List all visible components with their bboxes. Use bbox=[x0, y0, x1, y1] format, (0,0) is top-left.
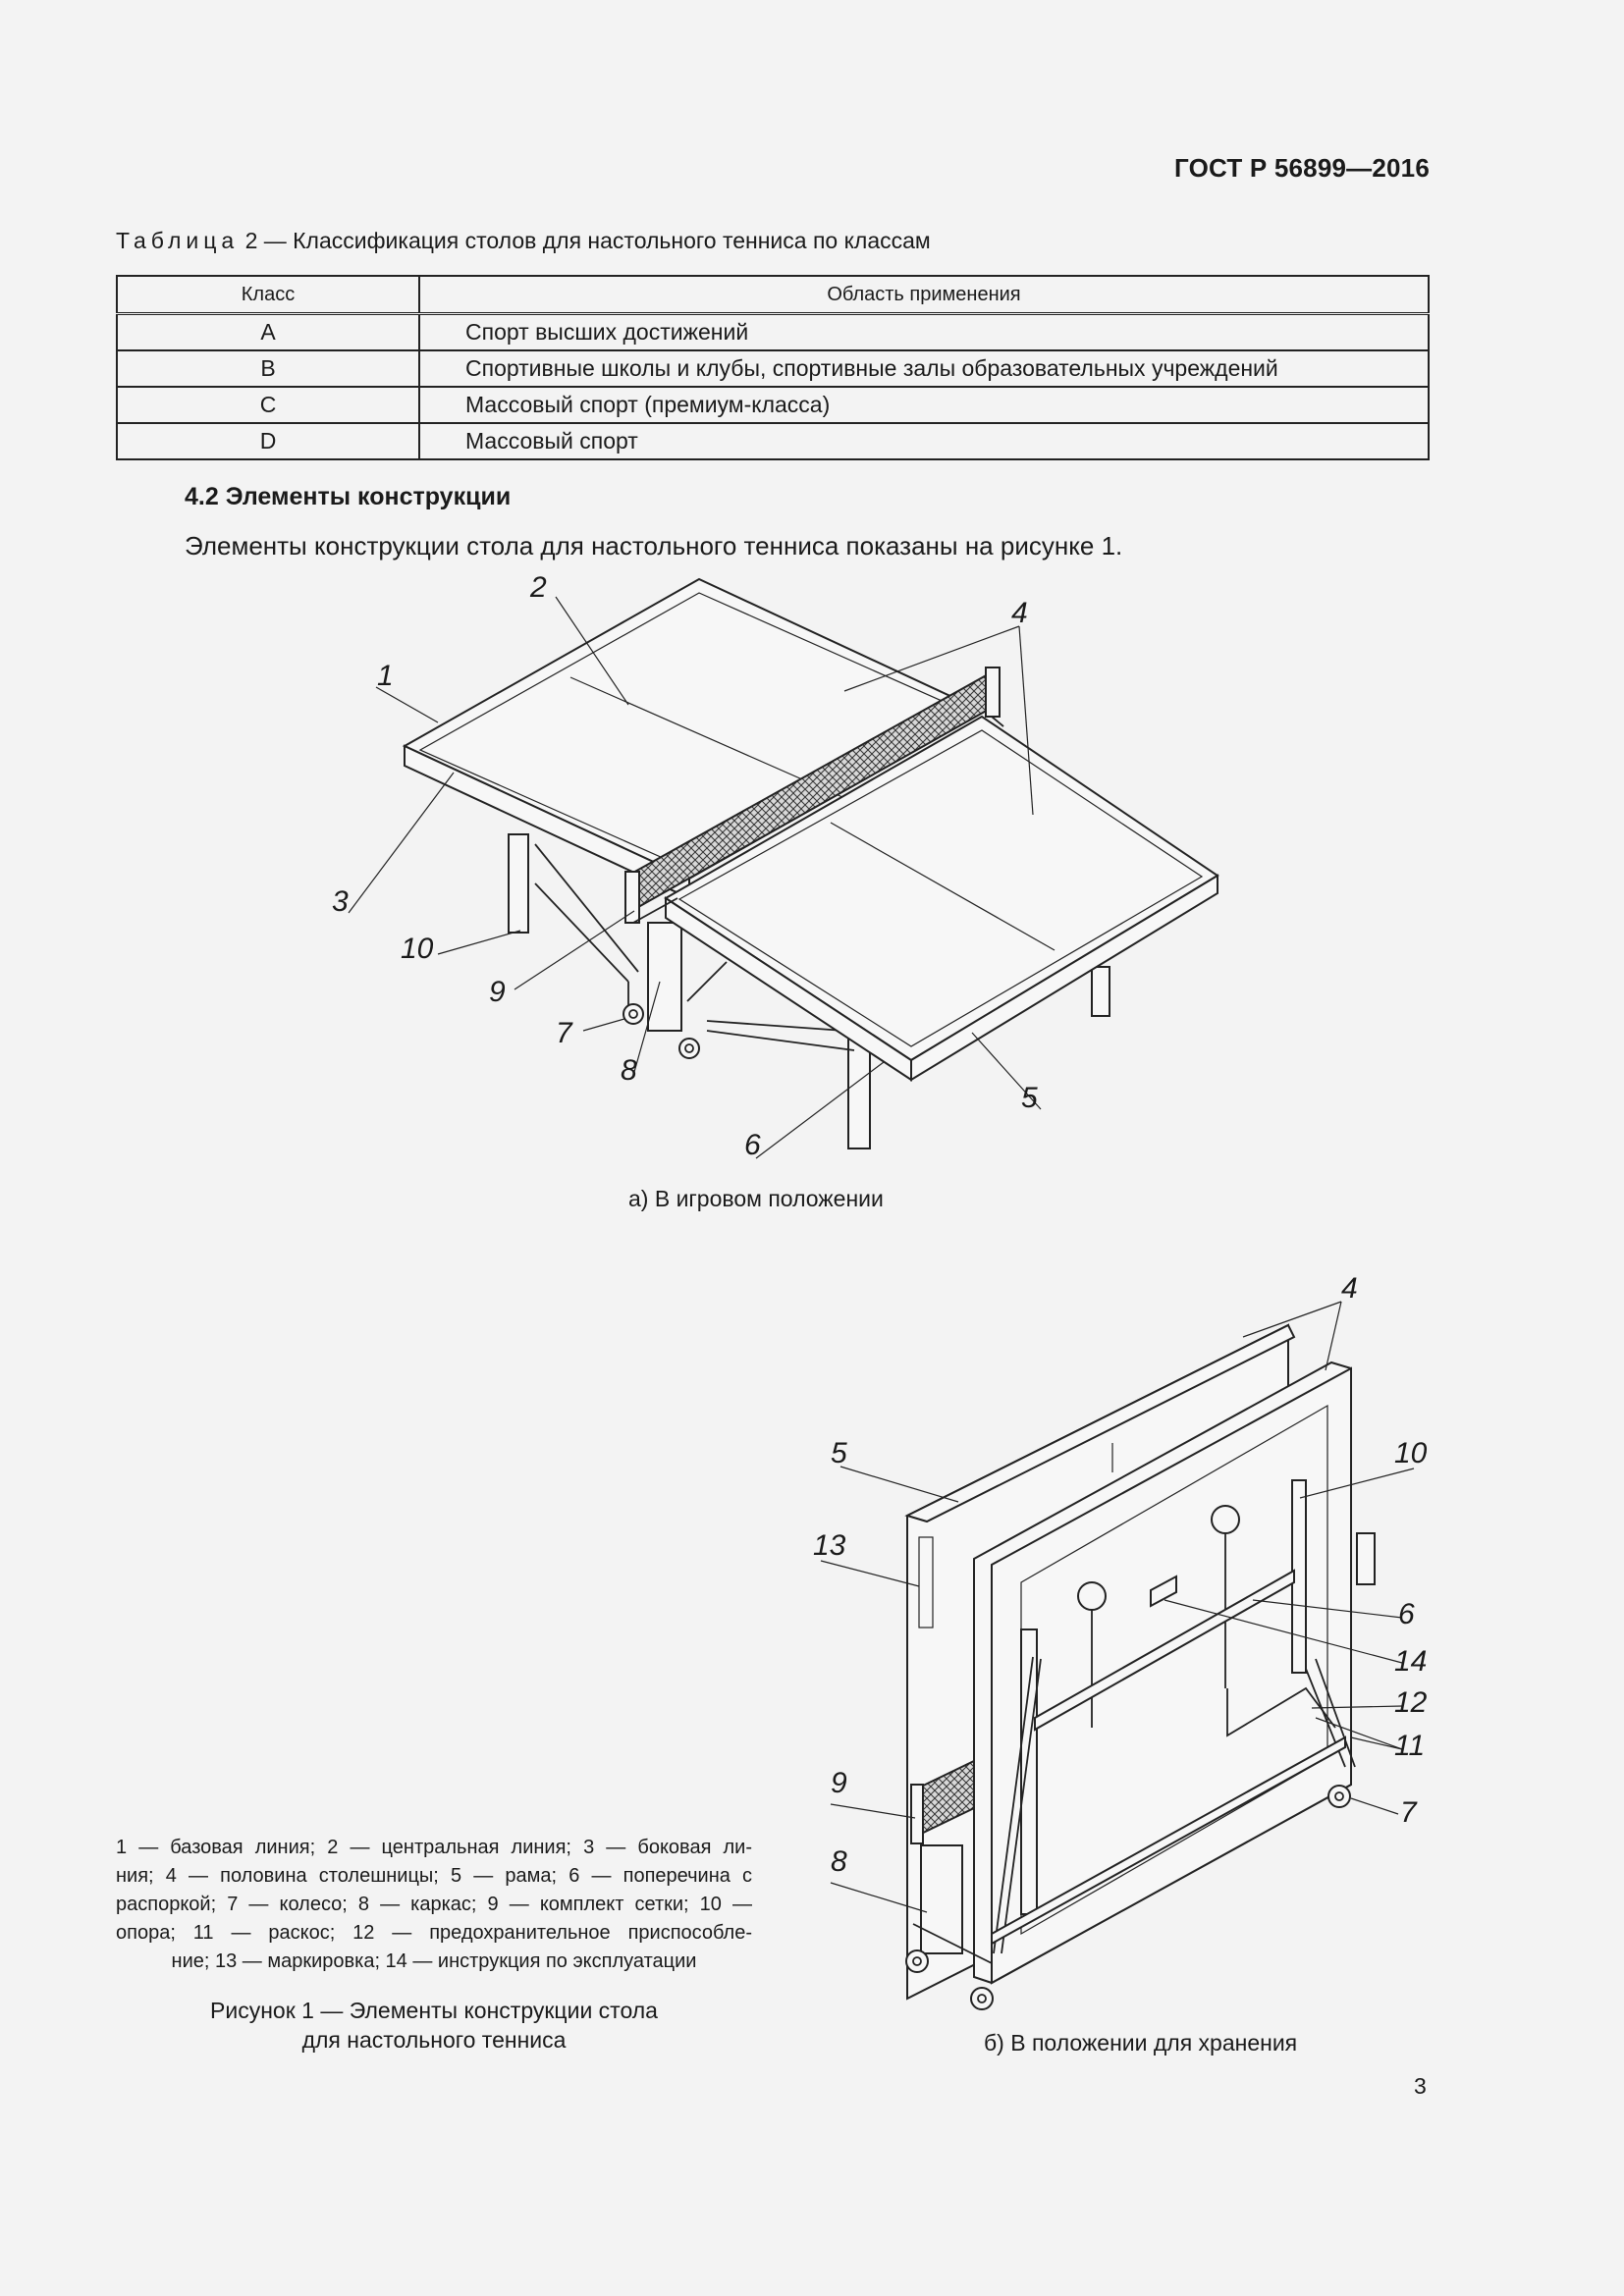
section-text: Элементы конструкции стола для настольно… bbox=[185, 531, 1123, 561]
label-b-6: 6 bbox=[1398, 1598, 1415, 1630]
table-row: D Массовый спорт bbox=[116, 422, 1430, 460]
label-9: 9 bbox=[489, 976, 506, 1008]
table-caption-title: 2 — Классификация столов для настольного… bbox=[239, 228, 931, 253]
cell-application: Массовый спорт bbox=[418, 422, 1430, 460]
net-set-a bbox=[624, 667, 1004, 924]
table-row: B Спортивные школы и клубы, спортивные з… bbox=[116, 349, 1430, 388]
label-b-9: 9 bbox=[831, 1767, 847, 1799]
legend-line: распоркой; 7 — колесо; 8 — каркас; 9 — к… bbox=[116, 1894, 752, 1915]
classification-table: Класс Область применения A Спорт высших … bbox=[116, 275, 1430, 460]
label-10: 10 bbox=[401, 933, 434, 965]
label-b-7: 7 bbox=[1400, 1796, 1418, 1829]
legend-line: ния; 4 — половина столешницы; 5 — рама; … bbox=[116, 1865, 752, 1887]
legend-line: ние; 13 — маркировка; 14 — инструкция по… bbox=[171, 1950, 697, 1972]
label-b-8: 8 bbox=[831, 1845, 847, 1878]
label-4: 4 bbox=[1011, 597, 1028, 629]
table-row: C Массовый спорт (премиум-класса) bbox=[116, 386, 1430, 424]
table-header-row: Класс Область применения bbox=[116, 275, 1430, 315]
cell-class: D bbox=[116, 422, 420, 460]
net-set-b bbox=[910, 1759, 975, 1844]
table-half-front-b bbox=[918, 1361, 1352, 1985]
label-6: 6 bbox=[744, 1129, 761, 1161]
label-7: 7 bbox=[556, 1017, 573, 1049]
label-5: 5 bbox=[1021, 1082, 1038, 1114]
header-class: Класс bbox=[116, 275, 420, 315]
label-1: 1 bbox=[377, 660, 394, 692]
frame-b bbox=[905, 1785, 1351, 2010]
table-frame-a bbox=[508, 833, 1110, 1149]
wheels-a bbox=[623, 1003, 700, 1059]
cell-application: Массовый спорт (премиум-класса) bbox=[418, 386, 1430, 424]
section-heading: 4.2 Элементы конструкции bbox=[185, 483, 512, 510]
header-application: Область применения bbox=[418, 275, 1430, 315]
figure-b-storage-position: 4 5 13 10 6 14 12 11 9 7 8 bbox=[813, 1272, 1428, 2010]
cell-application: Спортивные школы и клубы, спортивные зал… bbox=[418, 349, 1430, 388]
document-code: ГОСТ Р 56899—2016 bbox=[1174, 153, 1430, 183]
crossbar-b bbox=[991, 1569, 1356, 1954]
cell-class: C bbox=[116, 386, 420, 424]
leader-lines-b bbox=[820, 1301, 1415, 1913]
legend-line: 1 — базовая линия; 2 — центральная линия… bbox=[116, 1837, 752, 1858]
figure-legend: 1 — базовая линия; 2 — центральная линия… bbox=[116, 1834, 752, 1976]
cell-class: B bbox=[116, 349, 420, 388]
label-b-4: 4 bbox=[1341, 1272, 1358, 1305]
label-8: 8 bbox=[621, 1054, 637, 1087]
table-caption: Таблица 2 — Классификация столов для нас… bbox=[116, 228, 931, 254]
label-2: 2 bbox=[529, 571, 547, 604]
label-3: 3 bbox=[332, 885, 349, 918]
label-b-12: 12 bbox=[1394, 1686, 1428, 1719]
label-b-13: 13 bbox=[813, 1529, 846, 1562]
figure-title-line2: для настольного тенниса bbox=[301, 2027, 567, 2053]
leader-lines-a bbox=[348, 596, 1042, 1159]
figure-b-caption: б) В положении для хранения bbox=[984, 2030, 1298, 2056]
label-b-5: 5 bbox=[831, 1437, 847, 1469]
table-caption-prefix: Таблица bbox=[116, 228, 240, 253]
fittings-b bbox=[1020, 1479, 1307, 1915]
cell-application: Спорт высших достижений bbox=[418, 312, 1430, 351]
table-top-a bbox=[402, 577, 1219, 1082]
label-b-11: 11 bbox=[1394, 1730, 1425, 1762]
label-b-14: 14 bbox=[1394, 1645, 1427, 1678]
figure-title-line1: Рисунок 1 — Элементы конструкции стола bbox=[210, 1998, 658, 2023]
cell-class: A bbox=[116, 312, 420, 351]
page-number: 3 bbox=[1414, 2073, 1427, 2099]
figure-a-playing-position: 1 2 3 4 5 6 7 8 9 10 bbox=[332, 571, 1219, 1161]
table-row: A Спорт высших достижений bbox=[116, 312, 1430, 351]
figure-title: Рисунок 1 — Элементы конструкции стола д… bbox=[116, 1996, 752, 2055]
figure-a-caption: а) В игровом положении bbox=[628, 1186, 884, 1211]
legend-line: опора; 11 — раскос; 12 — предохранительн… bbox=[116, 1922, 752, 1944]
label-b-10: 10 bbox=[1394, 1437, 1428, 1469]
